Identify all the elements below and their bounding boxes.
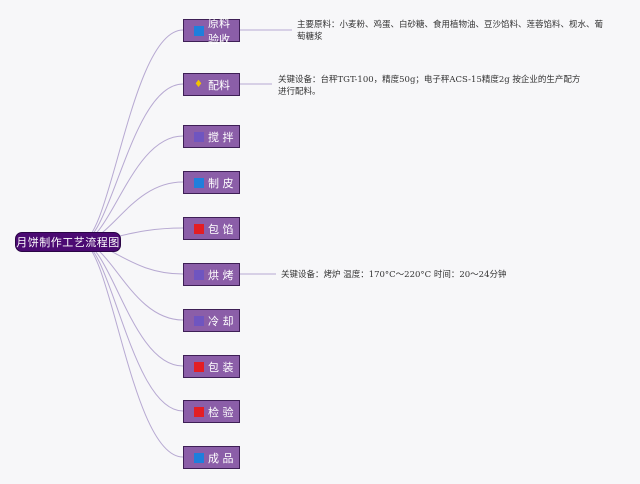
purple-square-icon — [194, 131, 204, 142]
connector-line — [80, 135, 184, 243]
step-label: 成 品 — [208, 451, 234, 465]
blue-square-icon — [194, 25, 204, 36]
connector-line — [80, 241, 184, 458]
step-label: 原料验收 — [208, 16, 230, 46]
step-label: 冷 却 — [208, 314, 234, 328]
red-square-icon — [194, 223, 204, 234]
step-inspection[interactable]: 检 验 — [183, 400, 240, 423]
purple-square-icon — [194, 315, 204, 326]
connector-line — [80, 241, 184, 321]
purple-square-icon — [194, 269, 204, 280]
step-label: 烘 烤 — [208, 268, 234, 282]
connector-line — [80, 241, 184, 412]
step-mixing[interactable]: 搅 拌 — [183, 125, 240, 148]
note-baking: 关键设备：烤炉 温度：170°C～220°C 时间：20～24分钟 — [281, 270, 507, 280]
blue-square-icon — [194, 452, 204, 463]
red-square-icon — [194, 361, 204, 372]
red-square-icon — [194, 406, 204, 417]
step-batching[interactable]: ♦ 配料 — [183, 73, 240, 96]
step-label: 检 验 — [208, 405, 234, 419]
step-packaging[interactable]: 包 装 — [183, 355, 240, 378]
step-filling[interactable]: 包 馅 — [183, 217, 240, 240]
step-label: 包 装 — [208, 360, 234, 374]
blue-square-icon — [194, 177, 204, 188]
step-label: 配料 — [208, 78, 230, 92]
step-dough-making[interactable]: 制 皮 — [183, 171, 240, 194]
connector-line — [80, 29, 184, 243]
step-finished-product[interactable]: 成 品 — [183, 446, 240, 469]
step-raw-material-acceptance[interactable]: 原料验收 — [183, 17, 240, 46]
step-label: 搅 拌 — [208, 130, 234, 144]
gem-icon: ♦ — [194, 78, 203, 90]
step-label: 制 皮 — [208, 176, 234, 190]
step-baking[interactable]: 烘 烤 — [183, 263, 240, 286]
step-cooling[interactable]: 冷 却 — [183, 309, 240, 332]
step-label: 包 馅 — [208, 222, 234, 236]
note-raw-materials: 主要原料：小麦粉、鸡蛋、白砂糖、食用植物油、豆沙馅料、莲蓉馅料、枧水、葡萄糖浆 — [297, 20, 604, 42]
note-batching: 关键设备：台秤TGT-100，精度50g；电子秤ACS-15精度2g 按企业的生… — [278, 75, 581, 97]
root-node[interactable]: 月饼制作工艺流程图 — [15, 232, 121, 252]
